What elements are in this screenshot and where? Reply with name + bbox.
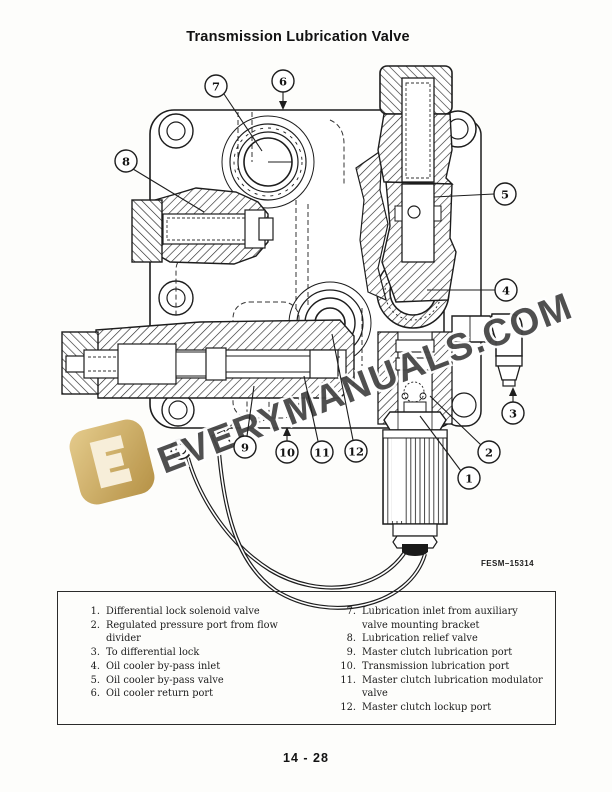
svg-text:9: 9 <box>241 441 249 455</box>
legend-item-number: 6. <box>90 688 100 700</box>
modulator-valve-assembly <box>61 319 355 399</box>
svg-text:1: 1 <box>465 472 473 486</box>
legend-item: 11. Master clutch lubrication modulator … <box>332 674 551 701</box>
page-title: Transmission Lubrication Valve <box>186 29 410 45</box>
svg-text:4: 4 <box>502 284 510 298</box>
legend-item: 3. To differential lock <box>76 646 332 660</box>
callout-9: 9 <box>233 385 257 459</box>
legend-item-text: Master clutch lubrication modulator valv… <box>362 674 543 700</box>
svg-text:5: 5 <box>501 188 509 202</box>
legend-column-right: 7. Lubrication inlet from auxiliary valv… <box>332 605 551 715</box>
legend-item: 12. Master clutch lockup port <box>332 701 551 715</box>
lubrication-inlet-port <box>221 115 315 209</box>
svg-text:12: 12 <box>348 445 364 459</box>
callout-12: 12 <box>331 333 368 463</box>
legend-item: 9. Master clutch lubrication port <box>332 646 551 660</box>
legend-item-text: Transmission lubrication port <box>362 660 510 672</box>
callout-1: 1 <box>419 415 481 490</box>
bypass-valve-assembly <box>355 65 457 303</box>
mounting-boss-top-left <box>158 113 194 149</box>
callout-10: 10 <box>275 427 299 464</box>
legend-item-text: Regulated pressure port from flow divide… <box>106 619 278 645</box>
differential-lock-fitting <box>451 313 523 387</box>
svg-text:3: 3 <box>509 407 517 421</box>
legend-item-number: 12. <box>340 701 356 713</box>
legend-item-text: Lubrication inlet from auxiliary valve m… <box>362 606 518 631</box>
legend-item-text: Oil cooler by-pass inlet <box>106 660 221 672</box>
callout-11: 11 <box>303 375 334 464</box>
legend-item-text: Master clutch lockup port <box>362 701 492 713</box>
solenoid-coil <box>170 422 448 610</box>
svg-text:2: 2 <box>485 446 493 460</box>
legend-item: 8. Lubrication relief valve <box>332 632 551 646</box>
legend-item-number: 8. <box>346 633 356 645</box>
legend-item-number: 2. <box>90 619 100 631</box>
legend-item-number: 10. <box>340 660 356 672</box>
callout-6: 6 <box>271 69 295 110</box>
legend-item-number: 4. <box>90 660 100 672</box>
legend-item-text: Master clutch lubrication port <box>362 647 513 659</box>
spade-terminal <box>211 429 233 453</box>
figure-code: FESM–15314 <box>481 559 534 568</box>
svg-text:6: 6 <box>279 75 287 89</box>
callout-5: 5 <box>433 182 517 206</box>
legend-item: 1. Differential lock solenoid valve <box>76 605 332 619</box>
callout-3: 3 <box>501 387 525 425</box>
legend-item: 7. Lubrication inlet from auxiliary valv… <box>332 605 551 632</box>
legend-item: 6. Oil cooler return port <box>76 687 332 701</box>
watermark-logo-letter <box>89 435 133 489</box>
relief-valve-assembly <box>131 187 274 265</box>
svg-text:8: 8 <box>122 155 130 169</box>
legend-item-text: To differential lock <box>106 647 200 659</box>
legend-item-number: 5. <box>90 674 100 686</box>
watermark-logo <box>69 419 155 505</box>
legend-column-left: 1. Differential lock solenoid valve 2. R… <box>76 605 332 715</box>
callout-2: 2 <box>429 395 501 464</box>
svg-text:11: 11 <box>314 446 330 460</box>
legend-item: 5. Oil cooler by-pass valve <box>76 674 332 688</box>
ring-terminal <box>170 438 192 460</box>
legend-item-text: Differential lock solenoid valve <box>106 606 260 617</box>
legend-item: 10. Transmission lubrication port <box>332 660 551 674</box>
legend-item-number: 11. <box>340 674 356 686</box>
callout-8: 8 <box>114 149 205 213</box>
svg-text:7: 7 <box>212 80 220 94</box>
legend-item: 2. Regulated pressure port from flow div… <box>76 619 332 646</box>
legend-item: 4. Oil cooler by-pass inlet <box>76 660 332 674</box>
legend-item-number: 1. <box>90 606 100 617</box>
page-number: 14 - 28 <box>283 751 329 765</box>
solenoid-valve-assembly <box>377 331 453 431</box>
legend-item-text: Lubrication relief valve <box>362 633 478 645</box>
legend-item-text: Oil cooler by-pass valve <box>106 674 224 686</box>
legend-item-text: Oil cooler return port <box>106 688 214 700</box>
legend-item-number: 3. <box>90 647 100 659</box>
callout-7: 7 <box>204 74 263 152</box>
mounting-boss-bottom-left <box>161 393 195 427</box>
legend-item-number: 9. <box>346 647 356 659</box>
legend-item-number: 7. <box>346 606 356 617</box>
callout-4: 4 <box>427 278 518 302</box>
legend-box: 1. Differential lock solenoid valve 2. R… <box>57 591 556 725</box>
svg-text:10: 10 <box>279 446 295 460</box>
